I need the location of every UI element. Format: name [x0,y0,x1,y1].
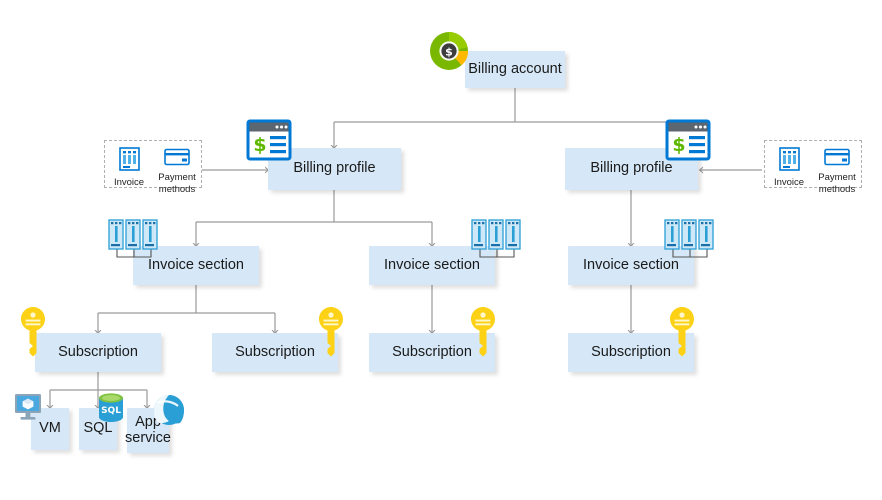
node-resource-vm[interactable]: VM [31,408,69,450]
attachment-invoice-right-label: Invoice [773,177,805,188]
node-subscription-2-label: Subscription [235,343,315,360]
node-resource-vm-label: VM [39,420,61,437]
credit-card-icon [164,147,190,171]
app-service-globe-icon [153,394,185,431]
attachment-payment-left-label-2: methods [158,183,196,195]
attachment-invoice-left[interactable]: Invoice [106,147,152,188]
billing-window-dollar-icon-right: $ [665,119,711,166]
credit-card-icon-right [824,147,850,171]
node-subscription-3-label: Subscription [392,343,472,360]
node-invoice-section-3-label: Invoice section [583,256,679,273]
billing-profile-left-attachments: Invoice Payment methods [104,140,202,194]
svg-text:$: $ [253,134,266,156]
node-billing-account-label: Billing account [468,60,562,77]
attachment-payment-methods-left[interactable]: Payment methods [154,147,200,195]
node-invoice-section-2[interactable]: Invoice section [369,246,495,285]
three-invoices-icon-3 [663,219,717,268]
dollar-donut-icon: $ [428,30,470,77]
key-icon-1 [19,306,47,363]
attachment-payment-left-label-1: Payment [158,172,196,183]
node-subscription-1-label: Subscription [58,343,138,360]
attachment-payment-methods-right[interactable]: Payment methods [814,147,860,195]
node-subscription-4[interactable]: Subscription [568,333,694,372]
svg-text:SQL: SQL [101,406,121,416]
node-resource-sql[interactable]: SQL [79,408,117,450]
three-invoices-icon-1 [107,219,161,268]
svg-text:$: $ [672,134,685,156]
virtual-machine-icon [14,393,46,428]
node-resource-app-service[interactable]: App service [125,408,171,453]
billing-window-dollar-icon: $ [246,119,292,166]
node-resource-app-service-label-line2: service [125,429,171,446]
attachment-invoice-right[interactable]: Invoice [766,147,812,188]
sql-database-icon: SQL [96,392,126,429]
key-icon-2 [317,306,345,363]
node-invoice-section-2-label: Invoice section [384,256,480,273]
node-resource-sql-label: SQL [83,420,113,437]
svg-text:$: $ [445,46,453,59]
node-invoice-section-1-label: Invoice section [148,256,244,273]
three-invoices-icon-2 [470,219,524,268]
node-subscription-4-label: Subscription [591,343,671,360]
attachment-payment-right-label-2: methods [818,183,856,195]
invoice-document-icon [118,147,140,176]
node-resource-app-service-label-line1: App [135,413,161,430]
node-billing-account[interactable]: Billing account [465,51,565,88]
node-subscription-3[interactable]: Subscription [369,333,495,372]
attachment-invoice-left-label: Invoice [113,177,145,188]
node-subscription-2[interactable]: Subscription [212,333,338,372]
node-billing-profile-right-label: Billing profile [590,160,673,177]
attachment-payment-right-label-1: Payment [818,172,856,183]
key-icon-4 [668,306,696,363]
node-billing-profile-left-label: Billing profile [293,160,376,177]
key-icon-3 [469,306,497,363]
node-subscription-1[interactable]: Subscription [35,333,161,372]
billing-profile-right-attachments: Invoice Payment methods [764,140,862,194]
invoice-document-icon-right [778,147,800,176]
node-invoice-section-1[interactable]: Invoice section [133,246,259,285]
